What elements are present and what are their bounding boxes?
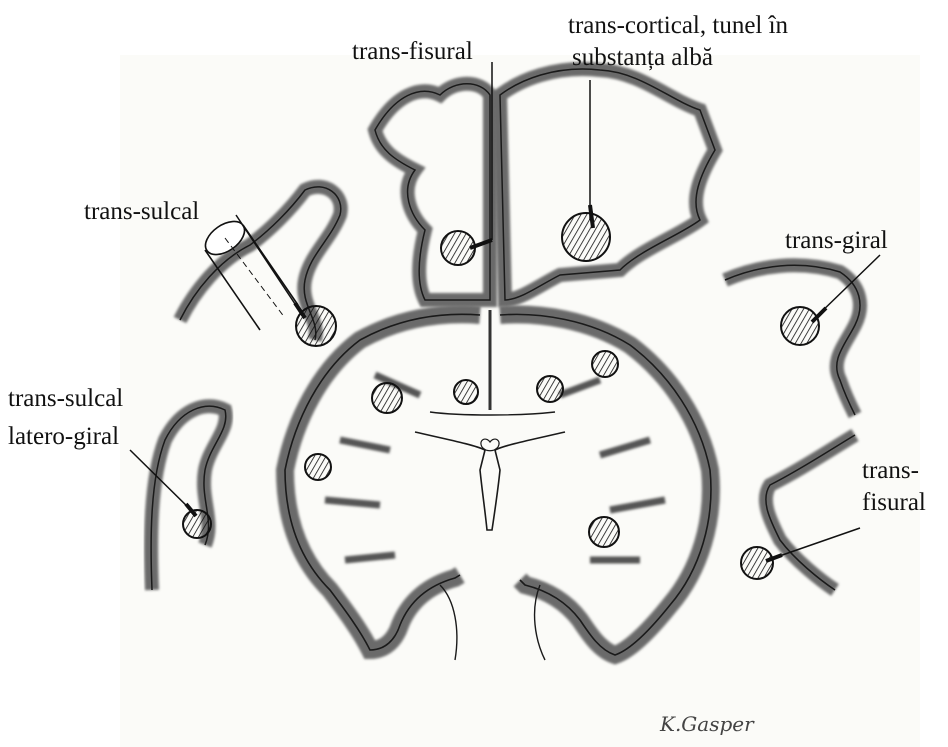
label-trans-fisural-top: trans-fisural xyxy=(352,36,473,67)
label-trans-cortical-line2: substanța albă xyxy=(572,42,713,73)
top-right-cortex xyxy=(500,69,715,300)
lesion-top-cortical xyxy=(562,213,610,261)
lesion-central-4 xyxy=(592,351,618,377)
upper-left-vignette xyxy=(180,187,341,346)
right-vignette xyxy=(725,265,860,415)
label-trans-sulcal-latero-line2: latero-giral xyxy=(8,421,119,452)
label-trans-sulcal-latero-line1: trans-sulcal xyxy=(8,383,123,414)
ventricle-outline xyxy=(415,432,565,530)
lesion-central-2 xyxy=(454,380,478,404)
label-trans-sulcal: trans-sulcal xyxy=(84,196,199,227)
artist-signature: K.Gasper xyxy=(660,712,754,736)
top-vignette xyxy=(375,69,715,300)
label-trans-fisural-right-line1: trans- xyxy=(862,455,919,486)
label-trans-cortical-line1: trans-cortical, tunel în xyxy=(568,10,788,41)
lesion-top-fissure xyxy=(441,231,475,265)
top-left-cortex xyxy=(375,84,490,300)
left-hemisphere-cortex xyxy=(285,314,480,650)
lesion-central-6 xyxy=(589,517,619,547)
label-trans-giral: trans-giral xyxy=(785,225,888,256)
lower-left-vignette xyxy=(151,406,226,590)
label-trans-fisural-right-line2: fisural xyxy=(862,487,926,518)
lower-right-vignette xyxy=(741,435,855,590)
lesion-trans-giral xyxy=(781,307,819,345)
coronal-brain-section xyxy=(285,310,711,660)
lesion-trans-fisural-right xyxy=(741,547,773,579)
lesion-central-1 xyxy=(372,383,402,413)
lesion-central-5 xyxy=(305,454,331,480)
lesion-central-3 xyxy=(537,376,563,402)
